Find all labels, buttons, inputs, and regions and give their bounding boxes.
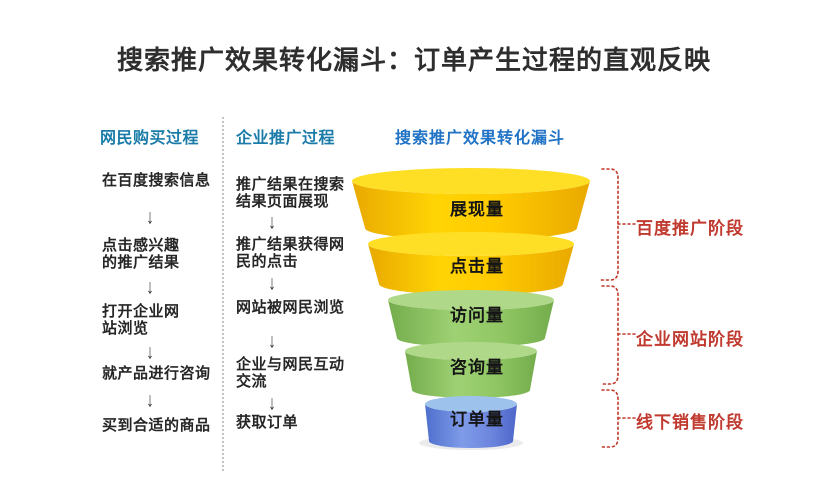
stage-brackets [600, 168, 637, 448]
process-step: 网站被网民浏览 [236, 299, 345, 316]
funnel-chart: 展现量 点击量 访问量 咨询量 订单量 [352, 168, 590, 450]
funnel-layer-impressions: 展现量 [352, 168, 590, 240]
process-step: 就产品进行咨询 [102, 365, 211, 382]
stage-label-baidu-promotion: 百度推广阶段 [636, 219, 744, 238]
funnel-layer-inquiries: 咨询量 [405, 342, 537, 398]
stage-bracket-offline-sales [600, 389, 637, 448]
funnel-layer-label: 访问量 [450, 305, 504, 325]
funnel-layer-orders: 订单量 [425, 396, 517, 448]
process-step: 推广结果在搜索 结果页面展现 [236, 176, 345, 210]
process-step: 获取订单 [236, 414, 299, 431]
process-step: 推广结果获得网 民的点击 [236, 236, 345, 270]
process-step: 在百度搜索信息 [102, 172, 211, 189]
down-arrow-icon: ↓ [146, 276, 154, 299]
down-arrow-icon: ↓ [268, 272, 276, 295]
page-title: 搜索推广效果转化漏斗：订单产生过程的直观反映 [116, 45, 711, 75]
enterprise-column-header: 企业推广过程 [236, 130, 336, 147]
funnel-layer-label: 点击量 [450, 256, 504, 276]
stage-label-offline-sales: 线下销售阶段 [636, 413, 744, 432]
funnel-layer-label: 展现量 [450, 199, 504, 219]
process-step: 点击感兴趣 的推广结果 [102, 237, 180, 271]
funnel-layer-label: 订单量 [450, 409, 504, 429]
process-step: 打开企业网 站浏览 [102, 303, 180, 337]
netizen-column-header: 网民购买过程 [100, 130, 200, 147]
down-arrow-icon: ↓ [268, 392, 276, 415]
stage-bracket-enterprise-website [600, 285, 637, 385]
stage-bracket-baidu-promotion [600, 168, 637, 281]
column-divider [222, 117, 224, 471]
process-step: 企业与网民互动 交流 [236, 356, 345, 390]
funnel-header: 搜索推广效果转化漏斗 [395, 130, 566, 147]
down-arrow-icon: ↓ [268, 211, 276, 234]
down-arrow-icon: ↓ [146, 389, 154, 412]
funnel-layer-visits: 访问量 [388, 290, 554, 347]
funnel-layer-clicks: 点击量 [368, 232, 574, 295]
down-arrow-icon: ↓ [146, 341, 154, 364]
process-step: 买到合适的商品 [102, 417, 211, 434]
down-arrow-icon: ↓ [268, 330, 276, 353]
down-arrow-icon: ↓ [146, 206, 154, 229]
stage-label-enterprise-website: 企业网站阶段 [636, 330, 744, 349]
funnel-layer-label: 咨询量 [450, 357, 504, 377]
